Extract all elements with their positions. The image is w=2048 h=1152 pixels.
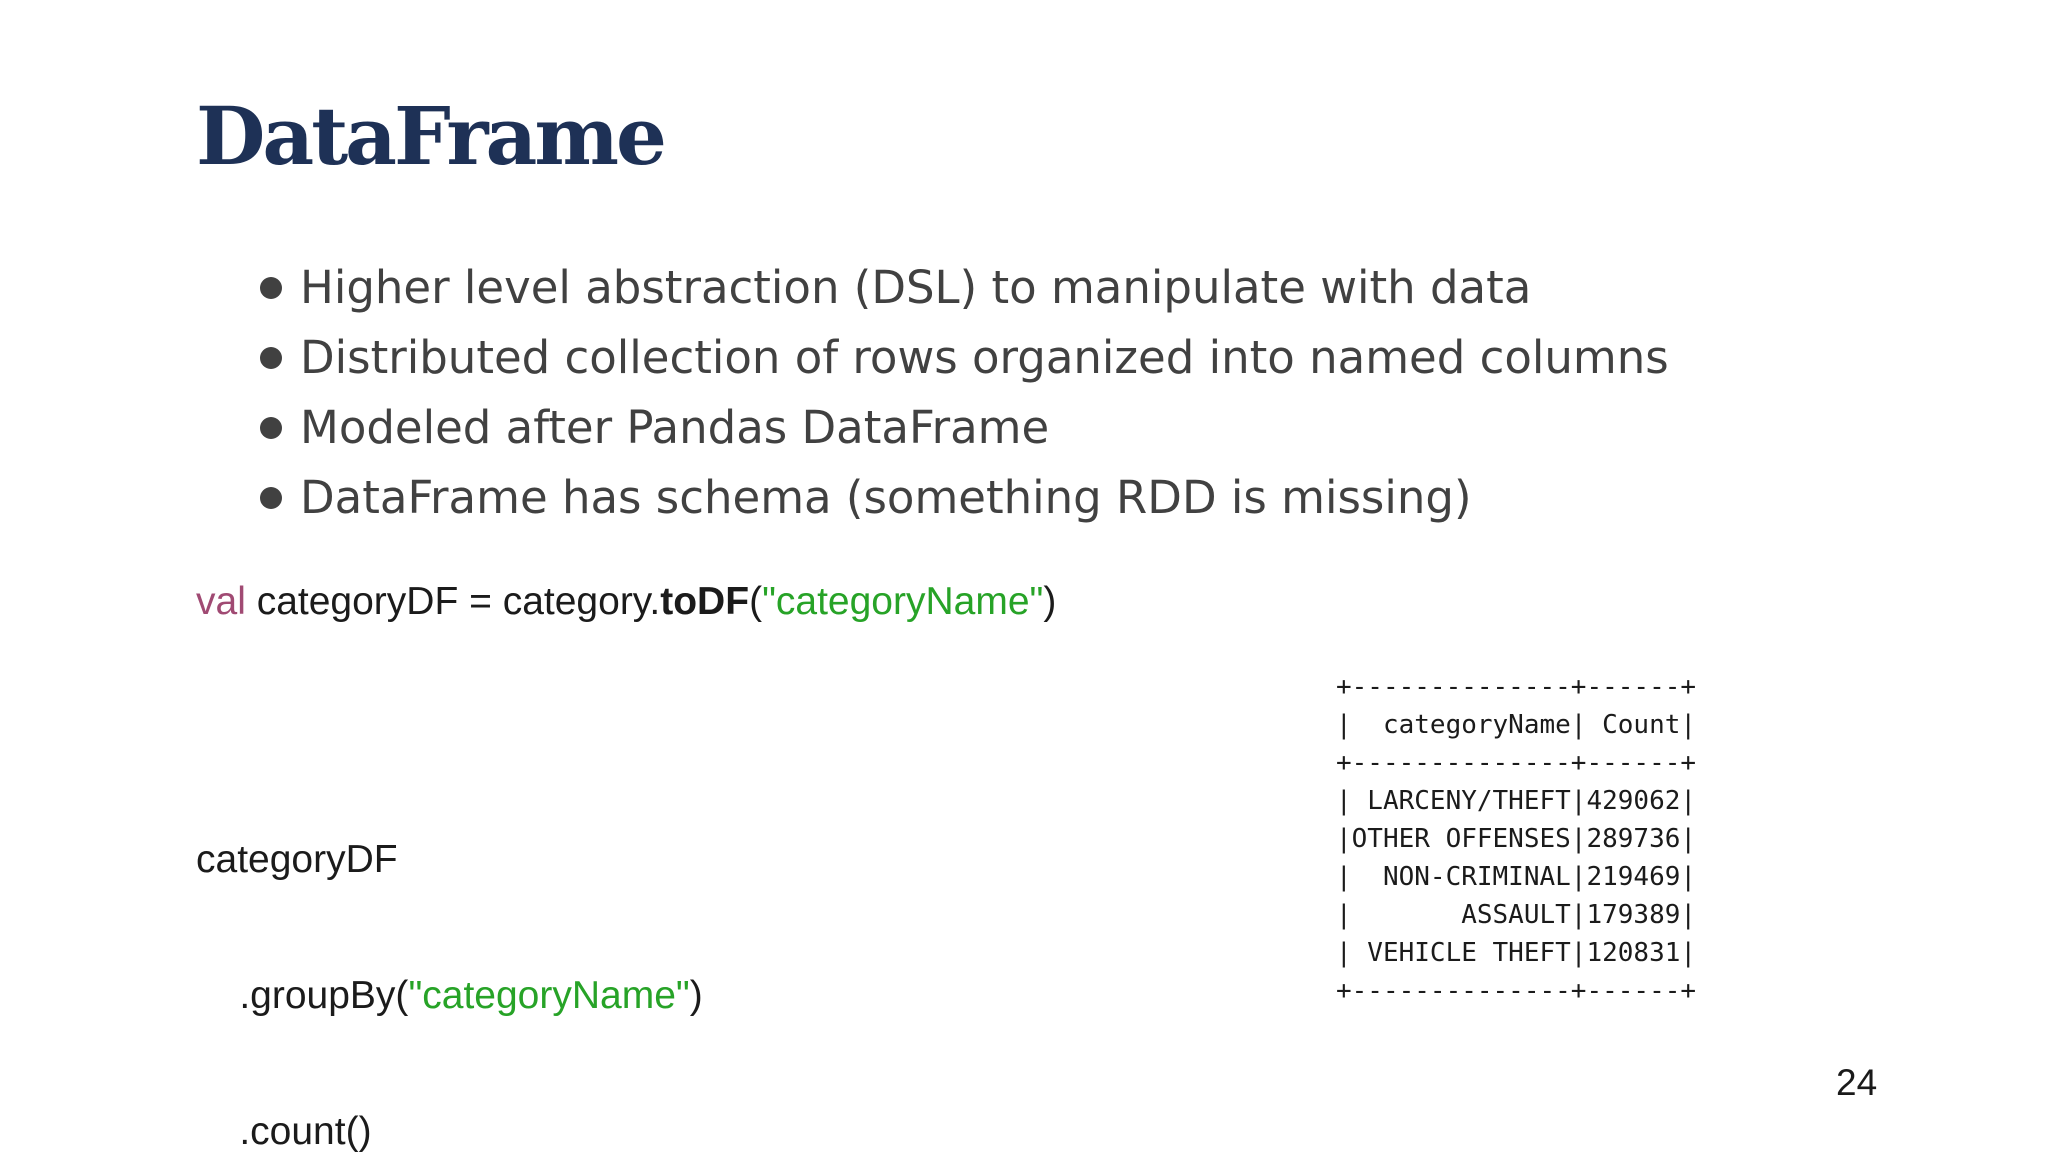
page-number: 24 [1836,1062,1878,1103]
bullet-text: Distributed collection of rows organized… [300,331,1669,384]
bullet-dot-icon [260,417,282,439]
console-output-table: +--------------+------+ | categoryName| … [1336,672,1697,1006]
bullet-dot-icon [260,347,282,369]
code-chain-block: categoryDF .groupBy("categoryName") .cou… [196,748,703,1152]
bullet-item: Modeled after Pandas DataFrame [260,393,1669,463]
bullet-text: Higher level abstraction (DSL) to manipu… [300,261,1532,314]
bullet-item: Higher level abstraction (DSL) to manipu… [260,253,1669,323]
code-val-declaration: val categoryDF = category.toDF("category… [196,580,1057,623]
code-line: .count() [196,1110,372,1152]
code-line: .groupBy("categoryName") [196,974,703,1017]
slide-title: DataFrame [196,89,667,183]
bullet-dot-icon [260,277,282,299]
bullet-item: DataFrame has schema (something RDD is m… [260,463,1669,533]
bullet-text: DataFrame has schema (something RDD is m… [300,471,1472,524]
bullet-dot-icon [260,487,282,509]
bullet-item: Distributed collection of rows organized… [260,323,1669,393]
bullet-text: Modeled after Pandas DataFrame [300,401,1050,454]
code-line: categoryDF [196,838,398,881]
bullet-list: Higher level abstraction (DSL) to manipu… [260,253,1669,533]
